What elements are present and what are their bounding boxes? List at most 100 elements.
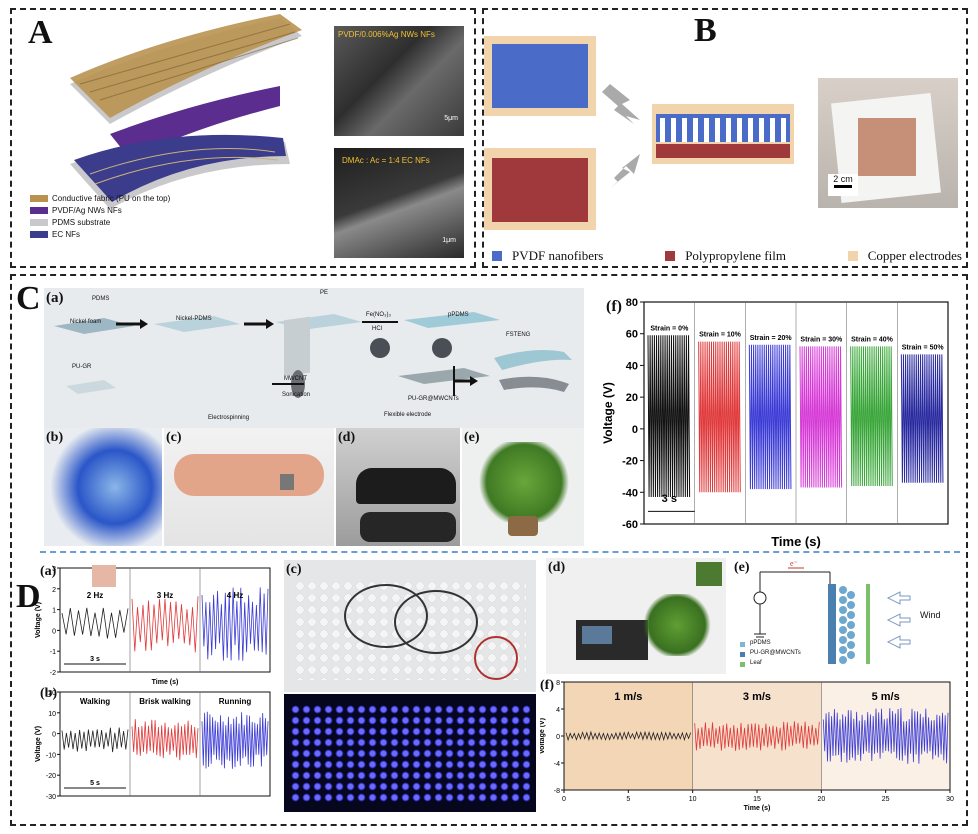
y-tick-label: -30	[46, 794, 56, 801]
e-legend-leaf: Leaf	[750, 660, 762, 666]
y-tick-label: 1	[52, 608, 56, 615]
series-line	[748, 344, 792, 490]
y-tick-label: -4	[554, 761, 560, 768]
plant-inset	[696, 562, 722, 586]
label-sonication: Sonication	[282, 392, 311, 398]
label-flexible-electrode: Flexible electrode	[384, 412, 432, 418]
series-label: 4 Hz	[227, 591, 243, 600]
x-tick-label: 15	[753, 796, 761, 803]
panel-a	[10, 8, 476, 268]
y-tick-label: -20	[46, 773, 56, 780]
photo-c-e: (e)	[462, 428, 584, 546]
panel-cd	[10, 274, 968, 826]
sem-image-top: PVDF/0.006%Ag NWs NFs 5μm	[334, 26, 464, 136]
legend-label: Copper electrodes	[867, 248, 962, 263]
plot-frame	[59, 567, 271, 673]
y-tick-label: 3	[52, 566, 56, 573]
segment-background	[821, 682, 950, 790]
series-line	[822, 707, 949, 764]
x-tick-label: 0	[562, 796, 566, 803]
photo-c-d-label: (d)	[338, 430, 356, 445]
series-line	[900, 354, 944, 483]
legend-swatch	[492, 251, 502, 261]
legend-row: PDMS substrate	[30, 216, 250, 228]
y-tick-label: 2	[52, 587, 56, 594]
series-line	[698, 341, 741, 493]
label-ppdms: pPDMS	[448, 312, 469, 318]
label-hcl: HCl	[372, 326, 382, 332]
y-tick-label: 0	[52, 732, 56, 739]
legend-row: EC NFs	[30, 228, 250, 240]
series-line	[850, 346, 893, 486]
y-tick-label: 80	[626, 297, 638, 309]
label-mwcnt: MWCNT	[284, 376, 307, 382]
legend-swatch	[847, 251, 858, 261]
sem-top-scale: 5μm	[444, 115, 458, 122]
panel-a-layer-illustration	[70, 14, 302, 209]
photo-d-d	[546, 558, 726, 674]
finger-ring	[280, 474, 294, 490]
photo-d-c-led	[284, 694, 536, 812]
panel-a-legend: Conductive fabric (PU on the top) PVDF/A…	[30, 192, 250, 240]
plot-frame	[59, 691, 271, 797]
panel-d-a-label: (a)	[40, 564, 57, 579]
panel-d-f-label: (f)	[540, 678, 554, 693]
series-line	[799, 346, 843, 488]
legend-swatch	[30, 206, 48, 214]
series-label: Strain = 10%	[699, 332, 742, 339]
legend-row: Conductive fabric (PU on the top)	[30, 192, 250, 204]
y-tick-label: 4	[556, 707, 560, 714]
series-label: 3 m/s	[743, 691, 771, 703]
y-tick-label: -10	[46, 752, 56, 759]
legend-swatch	[665, 251, 676, 261]
photo-c-e-label: (e)	[464, 430, 480, 445]
scale-bar-label: 3 s	[90, 656, 100, 663]
y-tick-label: -8	[554, 788, 560, 795]
label-pe: PE	[320, 290, 329, 296]
y-tick-label: 10	[48, 711, 56, 718]
y-tick-label: 0	[632, 424, 638, 436]
series-line	[201, 587, 269, 661]
oscilloscope-screen	[582, 626, 612, 644]
x-axis-label: Time (s)	[771, 534, 821, 549]
label-electrospinning: Electrospinning	[208, 415, 250, 421]
legend-label: PVDF/Ag NWs NFs	[52, 205, 122, 215]
y-tick-label: 20	[48, 690, 56, 697]
y-tick-label: -20	[622, 456, 638, 468]
y-tick-label: 60	[626, 329, 638, 341]
hand	[174, 454, 324, 496]
legend-label: PVDF nanofibers	[512, 248, 604, 263]
legend-item: PVDF nanofibers	[492, 248, 603, 264]
label-nickel-foam: Nickel foam	[70, 319, 102, 325]
y-axis-label: Voltage (V)	[35, 726, 42, 762]
copper-electrode	[858, 118, 916, 176]
panel-b-structure-diagram	[484, 36, 794, 230]
label-nickel-pdms: Nickel-PDMS	[176, 316, 212, 322]
panel-c-a-label: (a)	[46, 290, 64, 306]
legend-label: Conductive fabric (PU on the top)	[52, 193, 171, 203]
series-label: Walking	[80, 697, 110, 706]
plant	[476, 442, 572, 522]
label-pugr-mwcnt: PU-GR@MWCNTs	[408, 396, 459, 402]
series-label: 5 m/s	[872, 691, 900, 703]
series-line	[647, 335, 691, 498]
label-pdms: PDMS	[92, 296, 110, 302]
device-photo: 2 cm	[818, 78, 958, 208]
legend-item: Copper electrodes	[847, 248, 962, 264]
scale-line	[834, 185, 852, 188]
series-label: Strain = 0%	[650, 325, 689, 332]
y-tick-label: 40	[626, 360, 638, 372]
scale-text: 2 cm	[833, 174, 853, 184]
photo-c-c: (c)	[164, 428, 334, 546]
series-label: Running	[219, 697, 252, 706]
panel-c-a-illustration	[54, 312, 572, 398]
y-tick-label: 20	[626, 392, 638, 404]
x-tick-label: 20	[817, 796, 825, 803]
panel-d-label: D	[16, 578, 41, 615]
x-axis-label: Time (s)	[152, 679, 179, 686]
label-chem: Fe(NO₃)₃	[366, 312, 391, 318]
panel-d-b-label: (b)	[40, 686, 58, 701]
shoe	[356, 468, 456, 504]
